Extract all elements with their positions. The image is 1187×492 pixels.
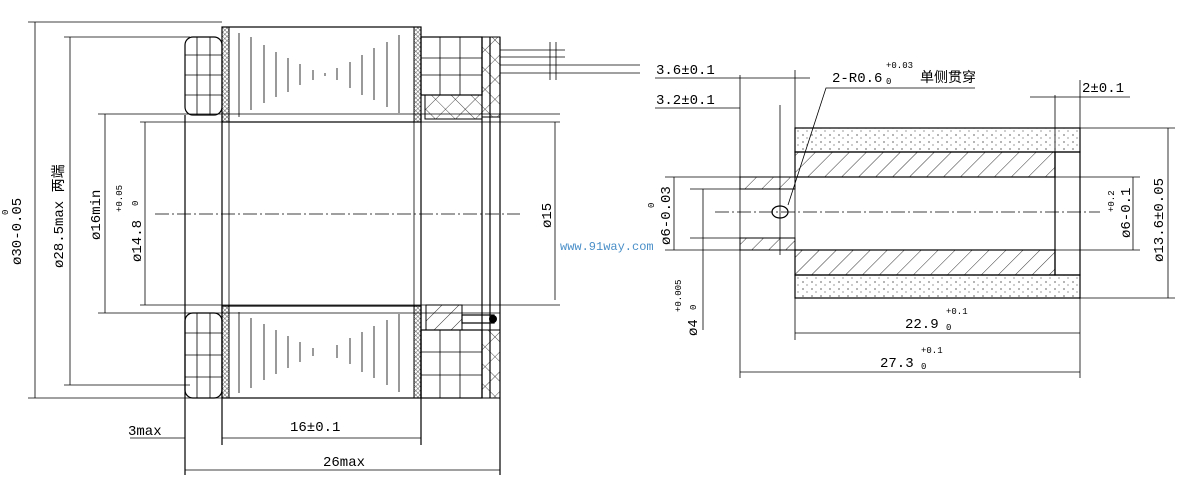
dim-13-6: ø13.6±0.05 (1152, 178, 1168, 262)
dim-22-9-upper-tol: +0.1 (946, 307, 968, 317)
dim-3-2: 3.2±0.1 (656, 93, 715, 109)
dim-6-left-upper-tol: 0 (647, 203, 657, 208)
hole-note-upper-tol: +0.03 (886, 61, 913, 71)
dim-6-right: ø6-0.1 (1119, 188, 1135, 238)
dim-26max: 26max (323, 455, 365, 471)
dim-22-9: 22.9 (905, 317, 939, 333)
hole-note: 2-R0.6 (832, 71, 882, 87)
hole-note-suffix: 单侧贯穿 (920, 70, 976, 87)
dim-bore-upper-tol: +0.05 (115, 185, 125, 212)
dim-right-diameter: ø15 (540, 203, 556, 228)
side-view: ø30-0.05 0 ø28.5max 两端 ø16min ø14.8 +0.0… (1, 21, 640, 475)
watermark: www.91way.com (560, 240, 654, 254)
lead-wires (500, 42, 640, 80)
dim-bore-lower-tol: 0 (131, 201, 141, 206)
dim-27-3: 27.3 (880, 356, 914, 372)
dim-27-3-upper-tol: +0.1 (921, 346, 943, 356)
dim-4-upper-tol: +0.005 (674, 280, 684, 312)
dim-6-left: ø6-0.03 (659, 186, 675, 245)
dim-outer-upper-tol: 0 (1, 210, 11, 215)
dim-bore-diameter: ø14.8 (130, 220, 146, 262)
dim-4-lower-tol: 0 (689, 305, 699, 310)
dim-27-3-lower-tol: 0 (921, 362, 926, 372)
dim-4: ø4 (686, 319, 702, 336)
dim-22-9-lower-tol: 0 (946, 323, 951, 333)
dim-3-6: 3.6±0.1 (656, 63, 715, 79)
coil-winding-lines (238, 33, 400, 393)
dim-3max: 3max (128, 424, 162, 440)
section-view: 3.6±0.1 3.2±0.1 2-R0.6 +0.03 0 单侧贯穿 2±0.… (647, 61, 1175, 378)
dim-shell-diameter: ø28.5max 两端 (51, 164, 68, 268)
dim-2: 2±0.1 (1082, 81, 1124, 97)
dim-bore-min: ø16min (89, 190, 105, 240)
dim-16: 16±0.1 (290, 420, 340, 436)
dim-outer-diameter: ø30-0.05 (10, 198, 26, 265)
hole-note-lower-tol: 0 (886, 77, 891, 87)
dim-6-right-upper-tol: +0.2 (1107, 190, 1117, 212)
